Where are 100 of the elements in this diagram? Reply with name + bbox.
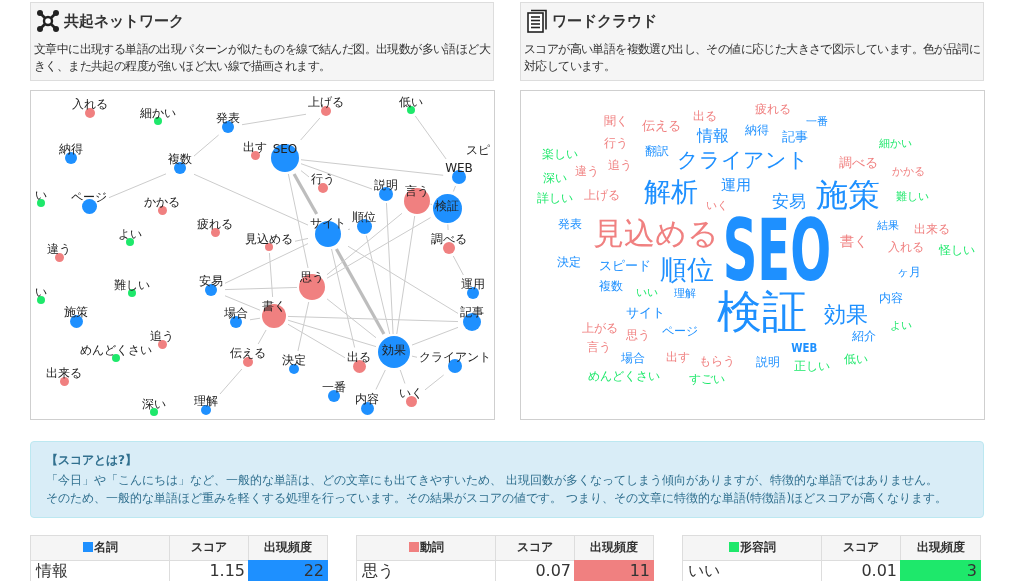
node-label: 細かい bbox=[140, 106, 176, 120]
node-label: ページ bbox=[71, 189, 107, 204]
cloud-word: 難しい bbox=[895, 190, 929, 202]
connector-line bbox=[219, 368, 243, 395]
connector-line bbox=[193, 173, 309, 226]
connector-line bbox=[300, 159, 444, 176]
cloud-word: 深い bbox=[543, 172, 567, 184]
node-label: 説明 bbox=[374, 178, 398, 192]
cloud-word: よい bbox=[890, 319, 912, 331]
cloud-word: 出来る bbox=[914, 223, 950, 235]
node-label: 行う bbox=[311, 172, 335, 186]
node-label: い bbox=[35, 285, 47, 299]
column-header: スコア bbox=[821, 535, 901, 561]
node-label: SEO bbox=[272, 142, 298, 156]
node-label: 理解 bbox=[194, 394, 218, 408]
node-label: 深い bbox=[142, 397, 166, 411]
cloud-word: 発表 bbox=[558, 218, 582, 230]
cloud-word: 順位 bbox=[660, 255, 714, 283]
node-label: 言う bbox=[405, 184, 429, 198]
node-label: 順位 bbox=[352, 209, 376, 224]
cloud-word: 検証 bbox=[717, 288, 807, 334]
cloud-word: ヶ月 bbox=[897, 266, 921, 278]
connector-line bbox=[300, 163, 373, 190]
cloud-word: 見込める bbox=[593, 217, 719, 249]
cloud-word: 一番 bbox=[806, 115, 828, 127]
frequency-cell: 3 bbox=[900, 560, 981, 581]
cloud-word: 楽しい bbox=[542, 148, 578, 160]
connector-line bbox=[241, 113, 307, 126]
cloud-word: 伝える bbox=[641, 118, 681, 132]
node-label: WEB bbox=[445, 161, 473, 175]
cloud-word: 疲れる bbox=[755, 103, 791, 115]
connector-line bbox=[411, 355, 418, 358]
node-label: 出る bbox=[347, 349, 371, 364]
connector-line bbox=[292, 173, 319, 215]
connector-line bbox=[326, 298, 377, 339]
cloud-word: 上がる bbox=[582, 322, 618, 334]
node-label: 低い bbox=[399, 95, 423, 109]
cloud-word: 細かい bbox=[878, 137, 912, 149]
panel-title: ワードクラウド bbox=[552, 12, 657, 30]
column-header: 出現頻度 bbox=[574, 535, 654, 561]
connector-line bbox=[249, 317, 261, 321]
cloud-word: ページ bbox=[662, 325, 698, 337]
cloud-word: 出す bbox=[666, 351, 690, 363]
connector-line bbox=[108, 173, 167, 199]
frequency-cell: 22 bbox=[248, 560, 328, 581]
connector-line bbox=[287, 319, 377, 348]
cloud-word: 調べる bbox=[838, 155, 878, 169]
node-label: 入れる bbox=[72, 97, 108, 111]
cloud-word: 入れる bbox=[888, 241, 924, 253]
node-label: 上げる bbox=[308, 95, 344, 109]
connector-line bbox=[414, 115, 447, 160]
cloud-word: 違う bbox=[575, 165, 599, 177]
cloud-word: 記事 bbox=[782, 129, 808, 143]
cloud-word: 思う bbox=[626, 329, 650, 341]
cloud-word: WEB bbox=[790, 342, 817, 354]
cloud-word: 情報 bbox=[697, 128, 729, 144]
cloud-word: 翻訳 bbox=[645, 145, 669, 157]
cloud-word: 施策 bbox=[816, 179, 880, 211]
node-label: 運用 bbox=[461, 277, 485, 291]
panel-description: 文章中に出現する単語の出現パターンが似たものを線で結んだ図。出現数が多い語ほど大きく、また共起の程度が強いほど太い線で描画されます。 bbox=[34, 41, 491, 75]
connector-line bbox=[331, 248, 356, 348]
node-label: 調べる bbox=[431, 232, 467, 246]
cloud-word: いく bbox=[706, 199, 728, 211]
node-label: 効果 bbox=[382, 343, 406, 357]
cloud-word: すごい bbox=[689, 373, 725, 385]
connector-line bbox=[300, 117, 321, 141]
node-label: めんどくさい bbox=[80, 343, 152, 357]
connector-line bbox=[385, 202, 394, 335]
connector-line bbox=[347, 228, 351, 231]
node-label: かかる bbox=[144, 194, 180, 209]
connector-line bbox=[300, 170, 310, 178]
legend-label: 動詞 bbox=[419, 540, 444, 554]
cloud-word: 言う bbox=[587, 341, 611, 353]
node-label: 発表 bbox=[216, 111, 240, 125]
connector-line bbox=[326, 212, 403, 276]
connector-line bbox=[287, 323, 346, 359]
panel-description: スコアが高い単語を複数選び出し、その値に応じた大きさで図示しています。色が品詞に対応しています。 bbox=[524, 41, 980, 75]
info-title: 【スコアとは?】 bbox=[46, 452, 137, 468]
connector-line bbox=[347, 245, 459, 314]
info-text: 「今日」や「こんにちは」など、一般的な単語は、どの文章にも出てきやすいため、 出現回数が多くなってしまう傾向がありますが、特徴的な単語ではありません。 bbox=[46, 472, 938, 488]
cloud-word: 書く bbox=[840, 234, 868, 248]
cloud-word: 行う bbox=[604, 137, 628, 149]
panel-title: 共起ネットワーク bbox=[64, 12, 184, 30]
node-label: 出来る bbox=[46, 365, 82, 380]
cloud-word: 聞く bbox=[604, 115, 628, 127]
node-label: 思う bbox=[300, 270, 324, 284]
connector-line bbox=[411, 326, 459, 346]
node-label: 安易 bbox=[199, 274, 223, 288]
column-header: 出現頻度 bbox=[248, 535, 328, 561]
node-label: 追う bbox=[150, 328, 174, 343]
column-header: スコア bbox=[169, 535, 249, 561]
connector-line bbox=[326, 217, 431, 279]
node-label: 疲れる bbox=[197, 216, 233, 231]
cloud-word: 詳しい bbox=[537, 192, 573, 204]
info-text: そのため、一般的な単語ほど重みを軽くする処理を行っています。その結果がスコアの値です。 つまり、その文章に特徴的な単語(特徴語)ほどスコアが高くなります。 bbox=[46, 490, 948, 506]
connector-line bbox=[430, 203, 433, 205]
cloud-word: SEO bbox=[722, 217, 832, 283]
node-label: 場合 bbox=[224, 306, 248, 320]
connector-line bbox=[224, 243, 309, 284]
column-header: スコア bbox=[495, 535, 575, 561]
